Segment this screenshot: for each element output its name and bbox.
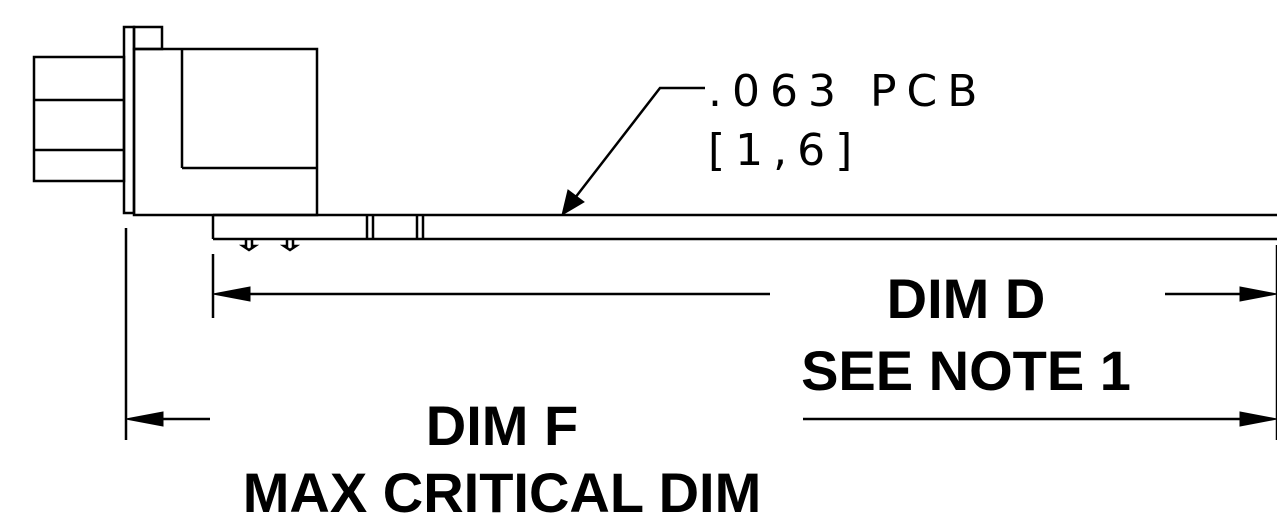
pcb-pin-1 [238, 239, 260, 252]
dim-f: DIM F MAX CRITICAL DIM [125, 394, 1277, 518]
callout-pcb-thickness: .063 PCB [708, 66, 987, 117]
callout-pcb-thickness-metric: [1,6] [708, 125, 862, 176]
dim-d-arrow-right [1239, 286, 1277, 302]
dim-f-arrow-left [125, 411, 164, 427]
pcb-pin-2 [279, 239, 301, 252]
connector [32, 25, 319, 217]
pcb-thickness-callout: .063 PCB [1,6] [561, 66, 987, 217]
dim-f-note: MAX CRITICAL DIM [243, 461, 762, 518]
connector-plug [32, 55, 126, 183]
dim-d-note: SEE NOTE 1 [801, 339, 1131, 402]
connector-housing [132, 47, 319, 217]
dim-f-arrow-right [1239, 411, 1277, 427]
connector-flange [122, 25, 136, 215]
callout-leader-line [567, 86, 705, 208]
dim-f-label: DIM F [426, 394, 578, 457]
pcb-board [211, 213, 1277, 252]
connector-tab [132, 25, 164, 51]
dim-d-arrow-left [212, 286, 251, 302]
dim-d-label: DIM D [887, 267, 1046, 330]
dim-d: DIM D SEE NOTE 1 [212, 267, 1277, 402]
callout-arrowhead [561, 189, 585, 217]
